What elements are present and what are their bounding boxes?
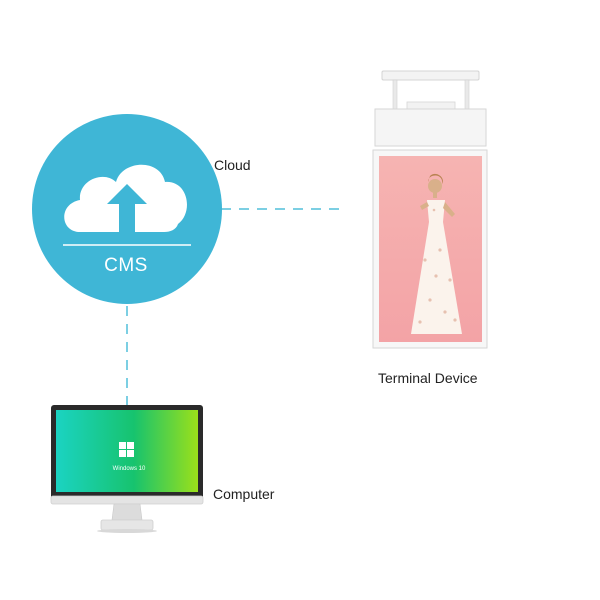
desktop-monitor-icon (50, 405, 204, 533)
cms-label: CMS (104, 255, 148, 276)
cloud-upload-icon (64, 164, 187, 232)
computer-label: Computer (213, 486, 275, 502)
model-photo (411, 173, 462, 334)
cloud-label: Cloud (214, 157, 251, 173)
windows-logo-icon (119, 442, 134, 457)
cloud-node (32, 114, 222, 304)
terminal-device-label: Terminal Device (378, 370, 478, 386)
terminal-device (372, 70, 488, 349)
windows-version-label: Windows 10 (112, 466, 146, 472)
